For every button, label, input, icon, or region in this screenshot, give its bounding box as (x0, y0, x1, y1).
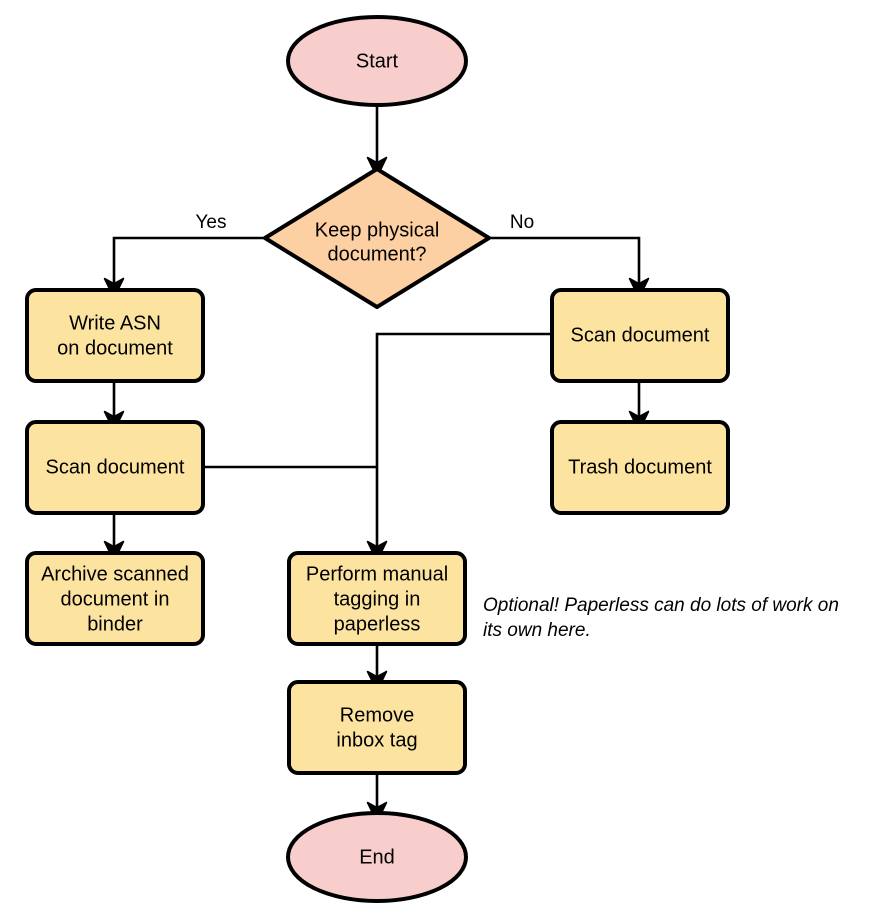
tagging-label-line2: tagging in (334, 588, 421, 610)
node-archive-scanned-document[interactable]: Archive scanned document in binder (25, 551, 205, 646)
scan-right-label: Scan document (571, 324, 710, 346)
scan-left-label: Scan document (46, 456, 185, 478)
start-label: Start (356, 50, 399, 72)
node-scan-document-left[interactable]: Scan document (25, 420, 205, 515)
edge-scan-right-to-tagging (366, 332, 552, 562)
end-ellipse (286, 811, 468, 903)
tagging-box (287, 551, 467, 646)
archive-label-line3: binder (87, 613, 143, 635)
node-scan-document-right[interactable]: Scan document (550, 288, 730, 383)
trash-box (550, 420, 730, 515)
edge-label-yes: Yes (196, 212, 227, 233)
node-remove-inbox-tag[interactable]: Remove inbox tag (287, 680, 467, 775)
scan-left-box (25, 420, 205, 515)
trash-label: Trash document (568, 456, 712, 478)
end-label: End (359, 846, 395, 868)
node-perform-manual-tagging[interactable]: Perform manual tagging in paperless (287, 551, 467, 646)
node-write-asn[interactable]: Write ASN on document (25, 288, 205, 383)
optional-note-line2: its own here. (483, 620, 591, 641)
node-trash-document[interactable]: Trash document (550, 420, 730, 515)
node-decision-keep-physical-document[interactable]: Keep physical document? (263, 167, 491, 309)
remove-inbox-label-line2: inbox tag (336, 729, 417, 751)
archive-box (25, 551, 205, 646)
scan-right-box (550, 288, 730, 383)
remove-inbox-box (287, 680, 467, 775)
decision-diamond (263, 167, 491, 309)
archive-label-line2: document in (61, 588, 170, 610)
archive-label-line1: Archive scanned (41, 563, 189, 585)
node-start[interactable]: Start (286, 15, 468, 107)
optional-note-line1: Optional! Paperless can do lots of work … (483, 595, 839, 616)
edge-decision-no-to-scan-right (489, 236, 650, 299)
start-ellipse (286, 15, 468, 107)
decision-label-line1: Keep physical (315, 219, 440, 241)
remove-inbox-label-line1: Remove (340, 704, 414, 726)
edge-decision-yes-to-write-asn (103, 236, 265, 299)
node-end[interactable]: End (286, 811, 468, 903)
annotation-optional-note: Optional! Paperless can do lots of work … (483, 595, 839, 641)
write-asn-box (25, 288, 205, 383)
decision-label-line2: document? (328, 243, 427, 265)
write-asn-label-line2: on document (57, 337, 173, 359)
edge-label-no: No (510, 212, 534, 233)
write-asn-label-line1: Write ASN (69, 312, 161, 334)
tagging-label-line1: Perform manual (306, 563, 448, 585)
tagging-label-line3: paperless (334, 613, 421, 635)
